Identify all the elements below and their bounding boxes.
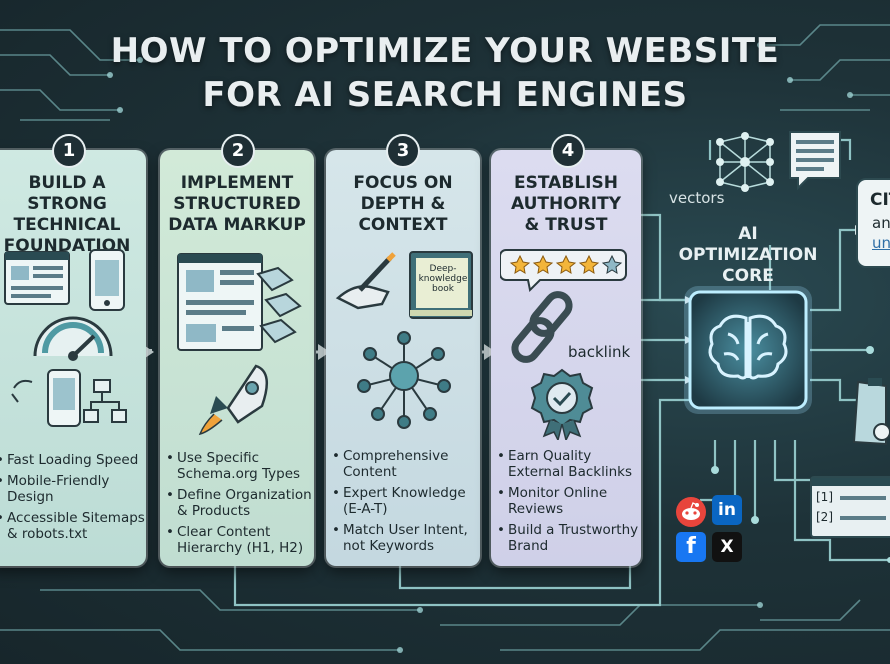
backlink-label: backlink (568, 343, 631, 361)
bullet: Accessible Sitemaps& robots.txt (0, 510, 146, 542)
ai-core-chip (684, 286, 812, 414)
reference-1: [1] (816, 490, 833, 504)
step-1-bullets: Fast Loading Speed Mobile-FriendlyDesign… (0, 452, 146, 547)
book-icon (409, 251, 473, 319)
facebook-icon: f (676, 532, 706, 562)
tag-icon (256, 266, 302, 344)
step-number-4: 4 (551, 134, 585, 168)
bullet: Define Organization& Products (166, 487, 314, 519)
step-number-2: 2 (221, 134, 255, 168)
device-sync-icon (11, 369, 81, 427)
step-title-1: BUILD A STRONG TECHNICAL FOUNDATION (3, 173, 131, 256)
vectors-label: vectors (669, 189, 725, 207)
knowledge-network-icon (357, 331, 451, 429)
bullet: Match User Intent,not Keywords (332, 522, 480, 554)
step-3-illustrations (335, 251, 473, 429)
speedometer-icon (33, 316, 113, 361)
step-4-illustrations (500, 249, 627, 440)
book-label: Deep- knowledge book (418, 264, 468, 294)
step-title-2: IMPLEMENT STRUCTURED DATA MARKUP (168, 173, 306, 235)
step-1-illustrations (4, 249, 127, 427)
citation-bubble: CIT an un (856, 178, 890, 268)
document-icon (789, 131, 841, 190)
clipboard-icon (852, 378, 890, 446)
chain-link-icon (511, 291, 573, 363)
browser-icon (4, 251, 70, 305)
reference-2: [2] (816, 510, 833, 524)
bullet: Fast Loading Speed (0, 452, 146, 468)
title-line-1: HOW TO OPTIMIZE YOUR WEBSITE (110, 31, 780, 71)
rocket-icon (198, 364, 269, 436)
x-icon: X (712, 532, 742, 562)
reddit-icon (676, 497, 706, 527)
linkedin-icon: in (712, 495, 742, 525)
step-number-3: 3 (386, 134, 420, 168)
step-number-1: 1 (52, 134, 86, 168)
step-title-4: ESTABLISH AUTHORITY & TRUST (510, 173, 622, 235)
brain-icon (708, 314, 788, 380)
core-title: AI OPTIMIZATION CORE (678, 224, 818, 286)
references-panel: [1] [2] (810, 476, 890, 538)
step-2-illustrations (177, 253, 302, 436)
bullet: Expert Knowledge(E-A-T) (332, 485, 480, 517)
verified-badge-icon (530, 368, 594, 440)
sitemap-icon (83, 379, 127, 423)
neural-network-icon (716, 132, 774, 192)
writing-hand-icon (335, 252, 396, 310)
star-rating-icon (500, 249, 627, 293)
mobile-icon (89, 249, 125, 311)
title-line-2: FOR AI SEARCH ENGINES (202, 75, 688, 115)
web-page-icon (177, 253, 263, 351)
step-title-3: FOCUS ON DEPTH & CONTEXT (353, 173, 453, 235)
